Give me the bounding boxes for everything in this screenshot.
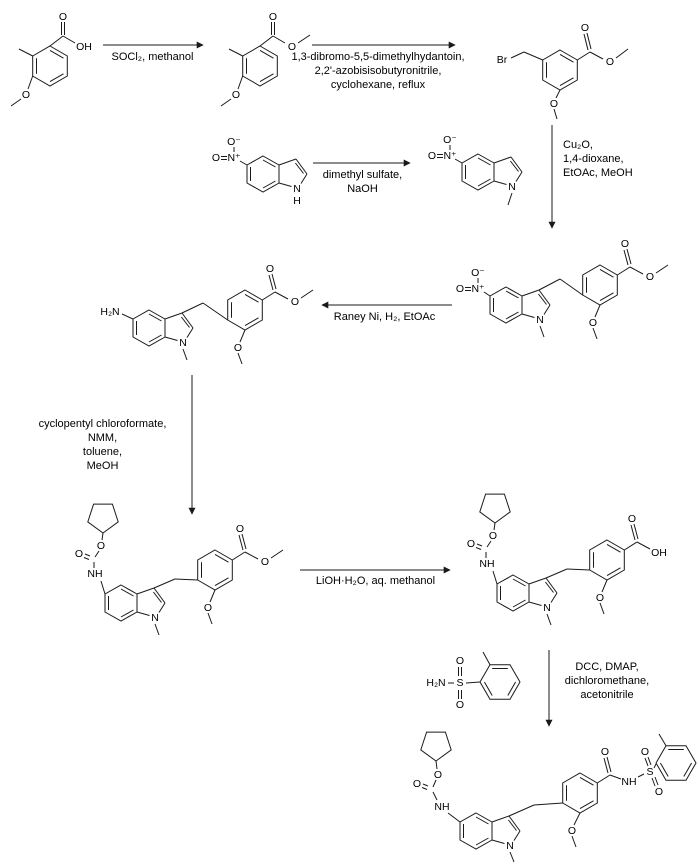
atom-h2n: H₂N (100, 306, 119, 318)
reagent-label-esterification: SOCl₂, methanol (111, 51, 194, 63)
atom-o: O (434, 769, 442, 781)
atom-o: O (456, 655, 464, 667)
atom-o: O (581, 22, 589, 34)
atom-n: N (543, 602, 551, 614)
atom-o: O (413, 778, 421, 790)
atom-o: O (596, 592, 604, 604)
atom-o: O (646, 271, 654, 283)
atom-s: S (456, 677, 463, 689)
atom-o: O (266, 263, 274, 275)
atom-nh: NH (87, 568, 102, 580)
atom-o: O (568, 825, 576, 837)
reagent-label-carbamoylation: cyclopentyl chloroformate, NMM, toluene,… (38, 418, 167, 472)
arrows (103, 41, 556, 727)
atom-o: O (269, 11, 277, 23)
atom-o: O (467, 538, 475, 550)
atom-n-plus: N⁺ (443, 150, 457, 162)
atom-s: S (646, 766, 653, 778)
reagent-label-sulfonamide-coupling: DCC, DMAP, dichloromethane, acetonitrile (564, 661, 650, 701)
structure-amino-coupled-ester: N H₂N O O O (100, 263, 314, 365)
reagent-label-bromination: 1,3-dibromo-5,5-dimethylhydantoin, 2,2'-… (291, 51, 465, 91)
atom-h2n: H₂N (426, 677, 445, 689)
atom-o: O (261, 556, 269, 568)
atom-o-minus: O⁻ (443, 134, 457, 146)
atom-o: O (22, 89, 30, 101)
atom-o: O (236, 523, 244, 535)
atom-nh: NH (479, 558, 494, 570)
atom-n: N (506, 840, 514, 852)
atom-o: O (628, 513, 636, 525)
atom-o: O (428, 150, 436, 162)
atom-o: O (456, 699, 464, 711)
atom-n: N (508, 181, 516, 193)
atom-n: N (179, 337, 187, 349)
reagent-label-n-methylation: dimethyl sulfate, NaOH (322, 169, 403, 195)
atom-o: O (589, 317, 597, 329)
atom-oh: OH (651, 547, 667, 559)
atom-nh: NH (621, 776, 636, 788)
atom-n: N (536, 314, 544, 326)
reagent-label-reduction: Raney Ni, H₂, EtOAc (333, 311, 436, 323)
atom-h: H (293, 195, 301, 207)
reagent-label-coupling: Cu₂O, 1,4-dioxane, EtOAc, MeOH (563, 139, 633, 179)
atom-o: O (606, 56, 614, 68)
structure-5-nitroindole: N H N⁺ O⁻ O (212, 136, 308, 207)
structure-1-methyl-5-nitroindole: N N⁺ O⁻ O (428, 134, 523, 206)
atom-o: O (456, 283, 464, 295)
atom-br: Br (497, 54, 508, 66)
structure-nitro-coupled-ester: N N⁺ O⁻ O O O O (456, 238, 669, 340)
structure-methylbenzenesulfonamide: H₂N S O O (426, 651, 521, 711)
atom-o: O (641, 746, 649, 758)
atom-n: N (151, 612, 159, 624)
atom-o: O (489, 530, 497, 542)
structure-bromomethyl-ester: Br O O O (497, 22, 629, 120)
atom-oh: OH (76, 41, 92, 53)
atom-o: O (550, 98, 558, 110)
structure-methoxy-methylbenzoic-acid: O OH O (10, 11, 92, 107)
atom-o-minus: O⁻ (471, 267, 485, 279)
atom-o: O (601, 746, 609, 758)
atom-o: O (288, 41, 296, 53)
atom-n-plus: N⁺ (227, 152, 241, 164)
atom-nh: NH (434, 801, 449, 813)
atom-n: N (293, 183, 301, 195)
atom-o: O (97, 540, 105, 552)
atom-o: O (234, 342, 242, 354)
structure-carbamate-ester: O O NH N O O O (75, 503, 284, 636)
structure-methyl-ester: O O O (220, 11, 311, 107)
atom-o: O (212, 152, 220, 164)
atom-o: O (655, 786, 663, 798)
atom-o: O (75, 548, 83, 560)
atom-o: O (59, 11, 67, 23)
atom-n-plus: N⁺ (471, 283, 485, 295)
atom-o: O (291, 296, 299, 308)
structure-carbamate-acid: O O NH N O OH O (467, 493, 667, 626)
reagent-label-hydrolysis: LiOH·H₂O, aq. methanol (315, 575, 436, 587)
atom-o-minus: O⁻ (227, 136, 241, 148)
atom-o: O (621, 238, 629, 250)
atom-o: O (204, 602, 212, 614)
atom-o: O (232, 89, 240, 101)
structure-final-product: O O NH N O O NH S O O (413, 731, 697, 863)
